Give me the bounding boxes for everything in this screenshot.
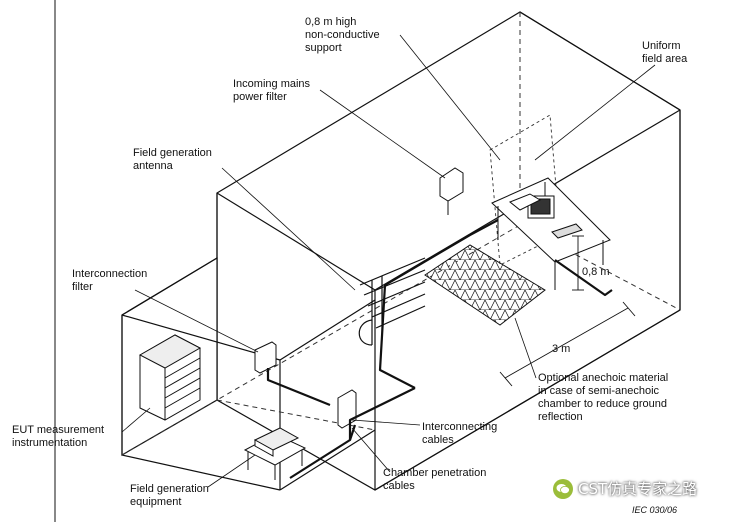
figure-reference: IEC 030/06 (632, 505, 678, 515)
label-antenna: Field generation antenna (133, 147, 212, 172)
generator-table (243, 427, 307, 480)
absorber-block (424, 244, 546, 326)
distance-value: 3 m (552, 343, 571, 355)
watermark-text: CST仿真专家之路 (578, 480, 698, 498)
height-dimension (572, 235, 584, 291)
interconnection-filter (254, 341, 277, 374)
label-chamber-cables: Chamber penetration cables (383, 467, 487, 492)
height-value: 0,8 m (582, 266, 610, 278)
uniform-field-plane (489, 114, 561, 266)
leader-lines (121, 34, 656, 488)
label-power-filter: Incoming mains power filter (233, 78, 311, 103)
field-antenna (358, 257, 426, 346)
label-field-equipment: Field generation equipment (130, 483, 209, 508)
label-support: 0,8 m high non-conductive support (305, 16, 380, 54)
label-uniform-field: Uniform field area (642, 40, 688, 65)
wechat-icon (553, 478, 573, 499)
watermark: CST仿真专家之路 (553, 478, 697, 499)
distance-dimension (499, 301, 636, 387)
label-eut-instrumentation: EUT measurement instrumentation (12, 424, 105, 449)
label-anechoic-material: Optional anechoic material in case of se… (538, 372, 669, 423)
mains-filter (439, 167, 464, 215)
label-interconnecting-cables: Interconnecting cables (422, 421, 498, 446)
measurement-rack (138, 334, 202, 421)
eut-equipment (509, 193, 583, 239)
label-interconnection-filter: Interconnection filter (72, 268, 148, 293)
control-room-hidden-edges (121, 399, 376, 456)
